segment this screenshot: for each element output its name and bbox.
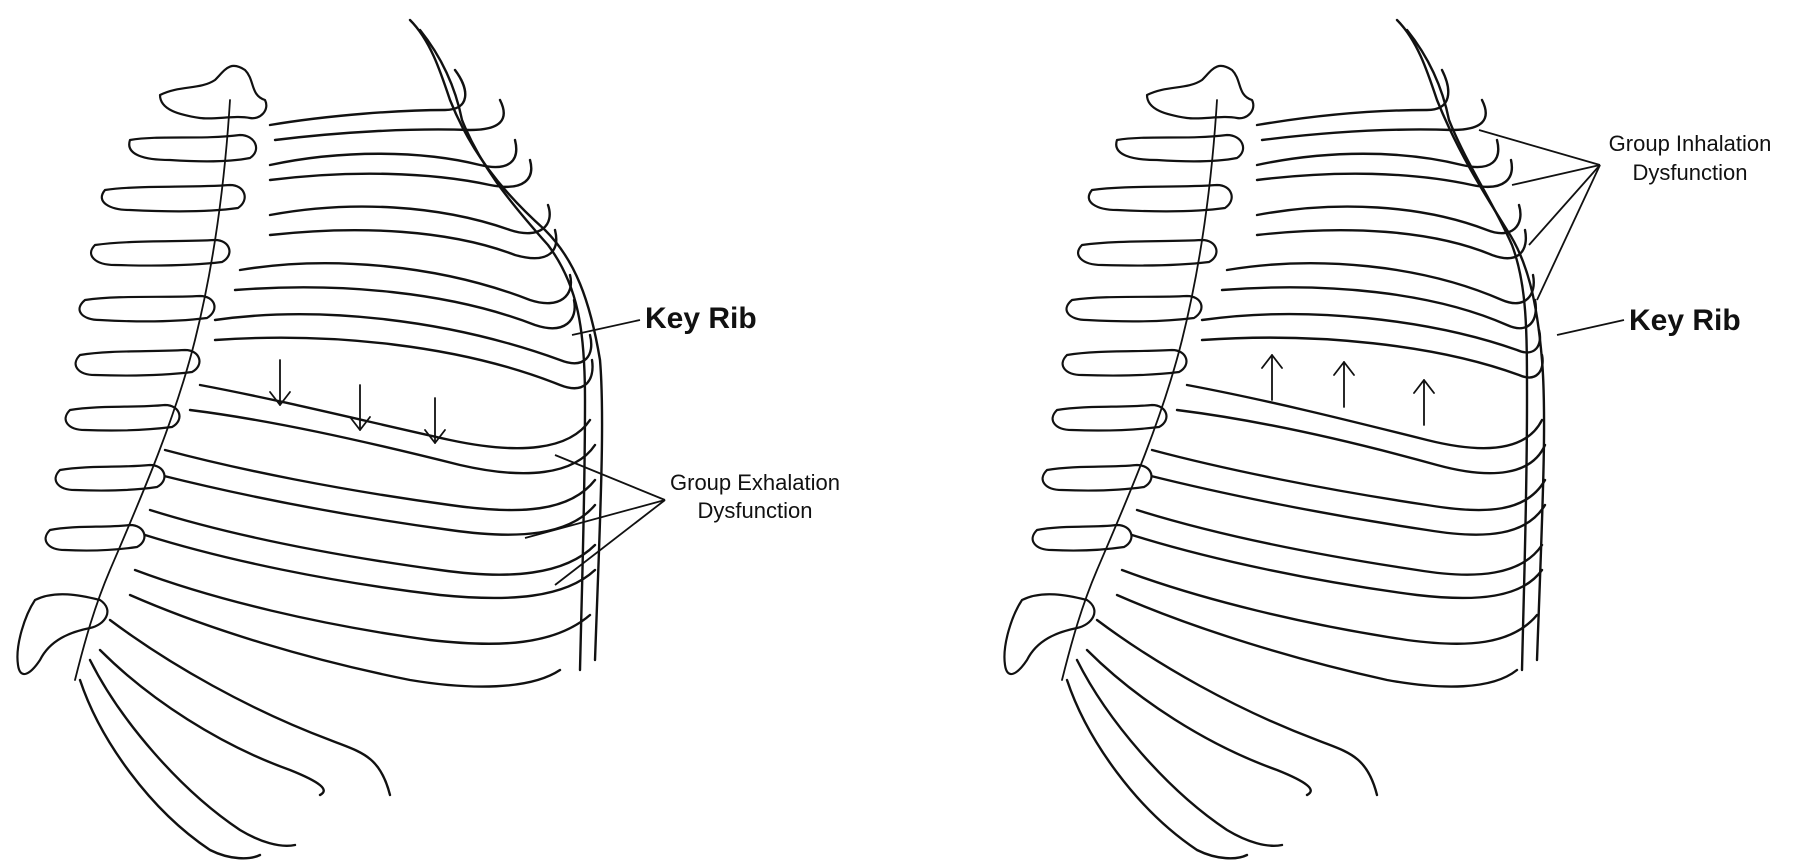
vertebra-6 [74, 348, 201, 377]
vertebra-10 [16, 593, 109, 676]
rib-7 [163, 448, 597, 512]
rib-11 [88, 658, 297, 847]
rib-9 [133, 568, 592, 645]
rib-3 [1255, 203, 1522, 235]
rib-4-lower [1220, 286, 1538, 330]
rib-5-key [213, 313, 593, 365]
left-panel-exhalation: Key Rib Group Exhalation Dysfunction [16, 18, 840, 860]
spinal-column [1061, 99, 1218, 681]
group-label-left-line1: Group Exhalation [670, 470, 840, 495]
vertebra-5 [78, 294, 216, 323]
key-rib-label-left: Key Rib [645, 302, 757, 335]
right-arrows-up [1261, 354, 1435, 426]
rib-7-lower [1145, 473, 1547, 536]
vertebra-8 [54, 463, 166, 492]
rib-4 [238, 262, 573, 305]
rib-2-lower [268, 158, 533, 188]
group-leader-right-3 [1528, 164, 1601, 246]
rib-3-lower [1255, 228, 1528, 260]
rib-3-lower [268, 228, 558, 260]
rib-6-lower [188, 408, 597, 475]
vertebra-10 [1003, 593, 1096, 676]
group-leader-right-1 [1478, 129, 1601, 166]
vertebra-7 [64, 403, 181, 432]
arrow-down-icon [424, 397, 446, 444]
rib-1 [1255, 68, 1450, 127]
vertebra-4 [90, 238, 231, 267]
left-rib-cage [16, 18, 604, 860]
arrow-up-icon [1413, 379, 1435, 426]
rib-2 [268, 138, 518, 169]
rib-6 [1185, 383, 1544, 450]
rib-4 [1225, 262, 1535, 305]
vertebra-3 [100, 183, 246, 213]
vertebra-6 [1061, 348, 1188, 377]
sternum-outline [408, 18, 604, 662]
vertebra-5 [1065, 294, 1203, 323]
left-rib-cage-diagram: Key Rib Group Exhalation Dysfunction [16, 18, 840, 860]
group-leader-left-2 [524, 499, 666, 539]
rib-7 [1150, 448, 1547, 512]
spinal-column [74, 99, 231, 681]
group-leader-left-3 [554, 499, 666, 586]
rib-5-key-lower [213, 336, 594, 390]
rib-7-lower [158, 473, 597, 536]
rib-11-lower [1065, 678, 1249, 860]
rib-8-lower [143, 533, 597, 600]
vertebra-1 [1145, 64, 1255, 120]
rib-9-lower [1115, 593, 1519, 688]
rib-9 [1120, 568, 1539, 645]
rib-1 [268, 68, 467, 127]
rib-8 [148, 508, 597, 576]
group-label-right-line1: Group Inhalation [1609, 131, 1772, 156]
vertebra-2 [1115, 133, 1245, 163]
vertebra-1 [158, 64, 268, 120]
arrow-up-icon [1333, 361, 1355, 408]
right-panel-inhalation: Key Rib Group Inhalation Dysfunction [907, 0, 1814, 867]
key-rib-label-right: Key Rib [1629, 304, 1741, 337]
group-label-left-line2: Dysfunction [698, 498, 813, 523]
arrow-up-icon [1261, 354, 1283, 401]
rib-4-lower [233, 286, 576, 330]
vertebra-9 [1031, 523, 1133, 552]
rib-9-lower [128, 593, 562, 688]
rib-5-key-lower [1200, 336, 1544, 379]
key-rib-leader-left [571, 319, 641, 336]
sternum-outline [1395, 18, 1546, 662]
vertebra-7 [1051, 403, 1168, 432]
sternum-inner [418, 28, 587, 672]
arrow-down-icon [269, 359, 291, 406]
right-rib-cage-diagram: Key Rib Group Inhalation Dysfunction [1003, 18, 1772, 860]
key-rib-leader-right [1556, 319, 1625, 336]
rib-10 [1095, 618, 1379, 797]
rib-2-lower [1255, 158, 1514, 188]
arrow-down-icon [349, 384, 371, 431]
vertebra-3 [1087, 183, 1233, 213]
rib-11-lower [78, 678, 262, 860]
group-leader-left-1 [554, 454, 666, 501]
rib-1-lower [273, 98, 505, 142]
group-label-right-line2: Dysfunction [1633, 160, 1748, 185]
rib-2 [1255, 138, 1500, 169]
group-leader-right-2 [1511, 164, 1601, 186]
rib-1-lower [1260, 98, 1487, 142]
rib-11 [1075, 658, 1284, 847]
rib-10-lower [1085, 648, 1312, 797]
vertebra-4 [1077, 238, 1218, 267]
vertebra-2 [128, 133, 258, 163]
rib-6-lower [1175, 408, 1547, 475]
rib-10 [108, 618, 392, 797]
rib-8-lower [1130, 533, 1544, 600]
vertebra-8 [1041, 463, 1153, 492]
rib-6 [198, 383, 592, 450]
rib-10-lower [98, 648, 325, 797]
rib-8 [1135, 508, 1544, 576]
vertebra-9 [44, 523, 146, 552]
group-leader-right-4 [1536, 164, 1601, 301]
right-rib-cage [1003, 18, 1547, 860]
rib-5-key [1200, 312, 1542, 354]
rib-3 [268, 203, 551, 235]
left-arrows-down [269, 359, 446, 444]
